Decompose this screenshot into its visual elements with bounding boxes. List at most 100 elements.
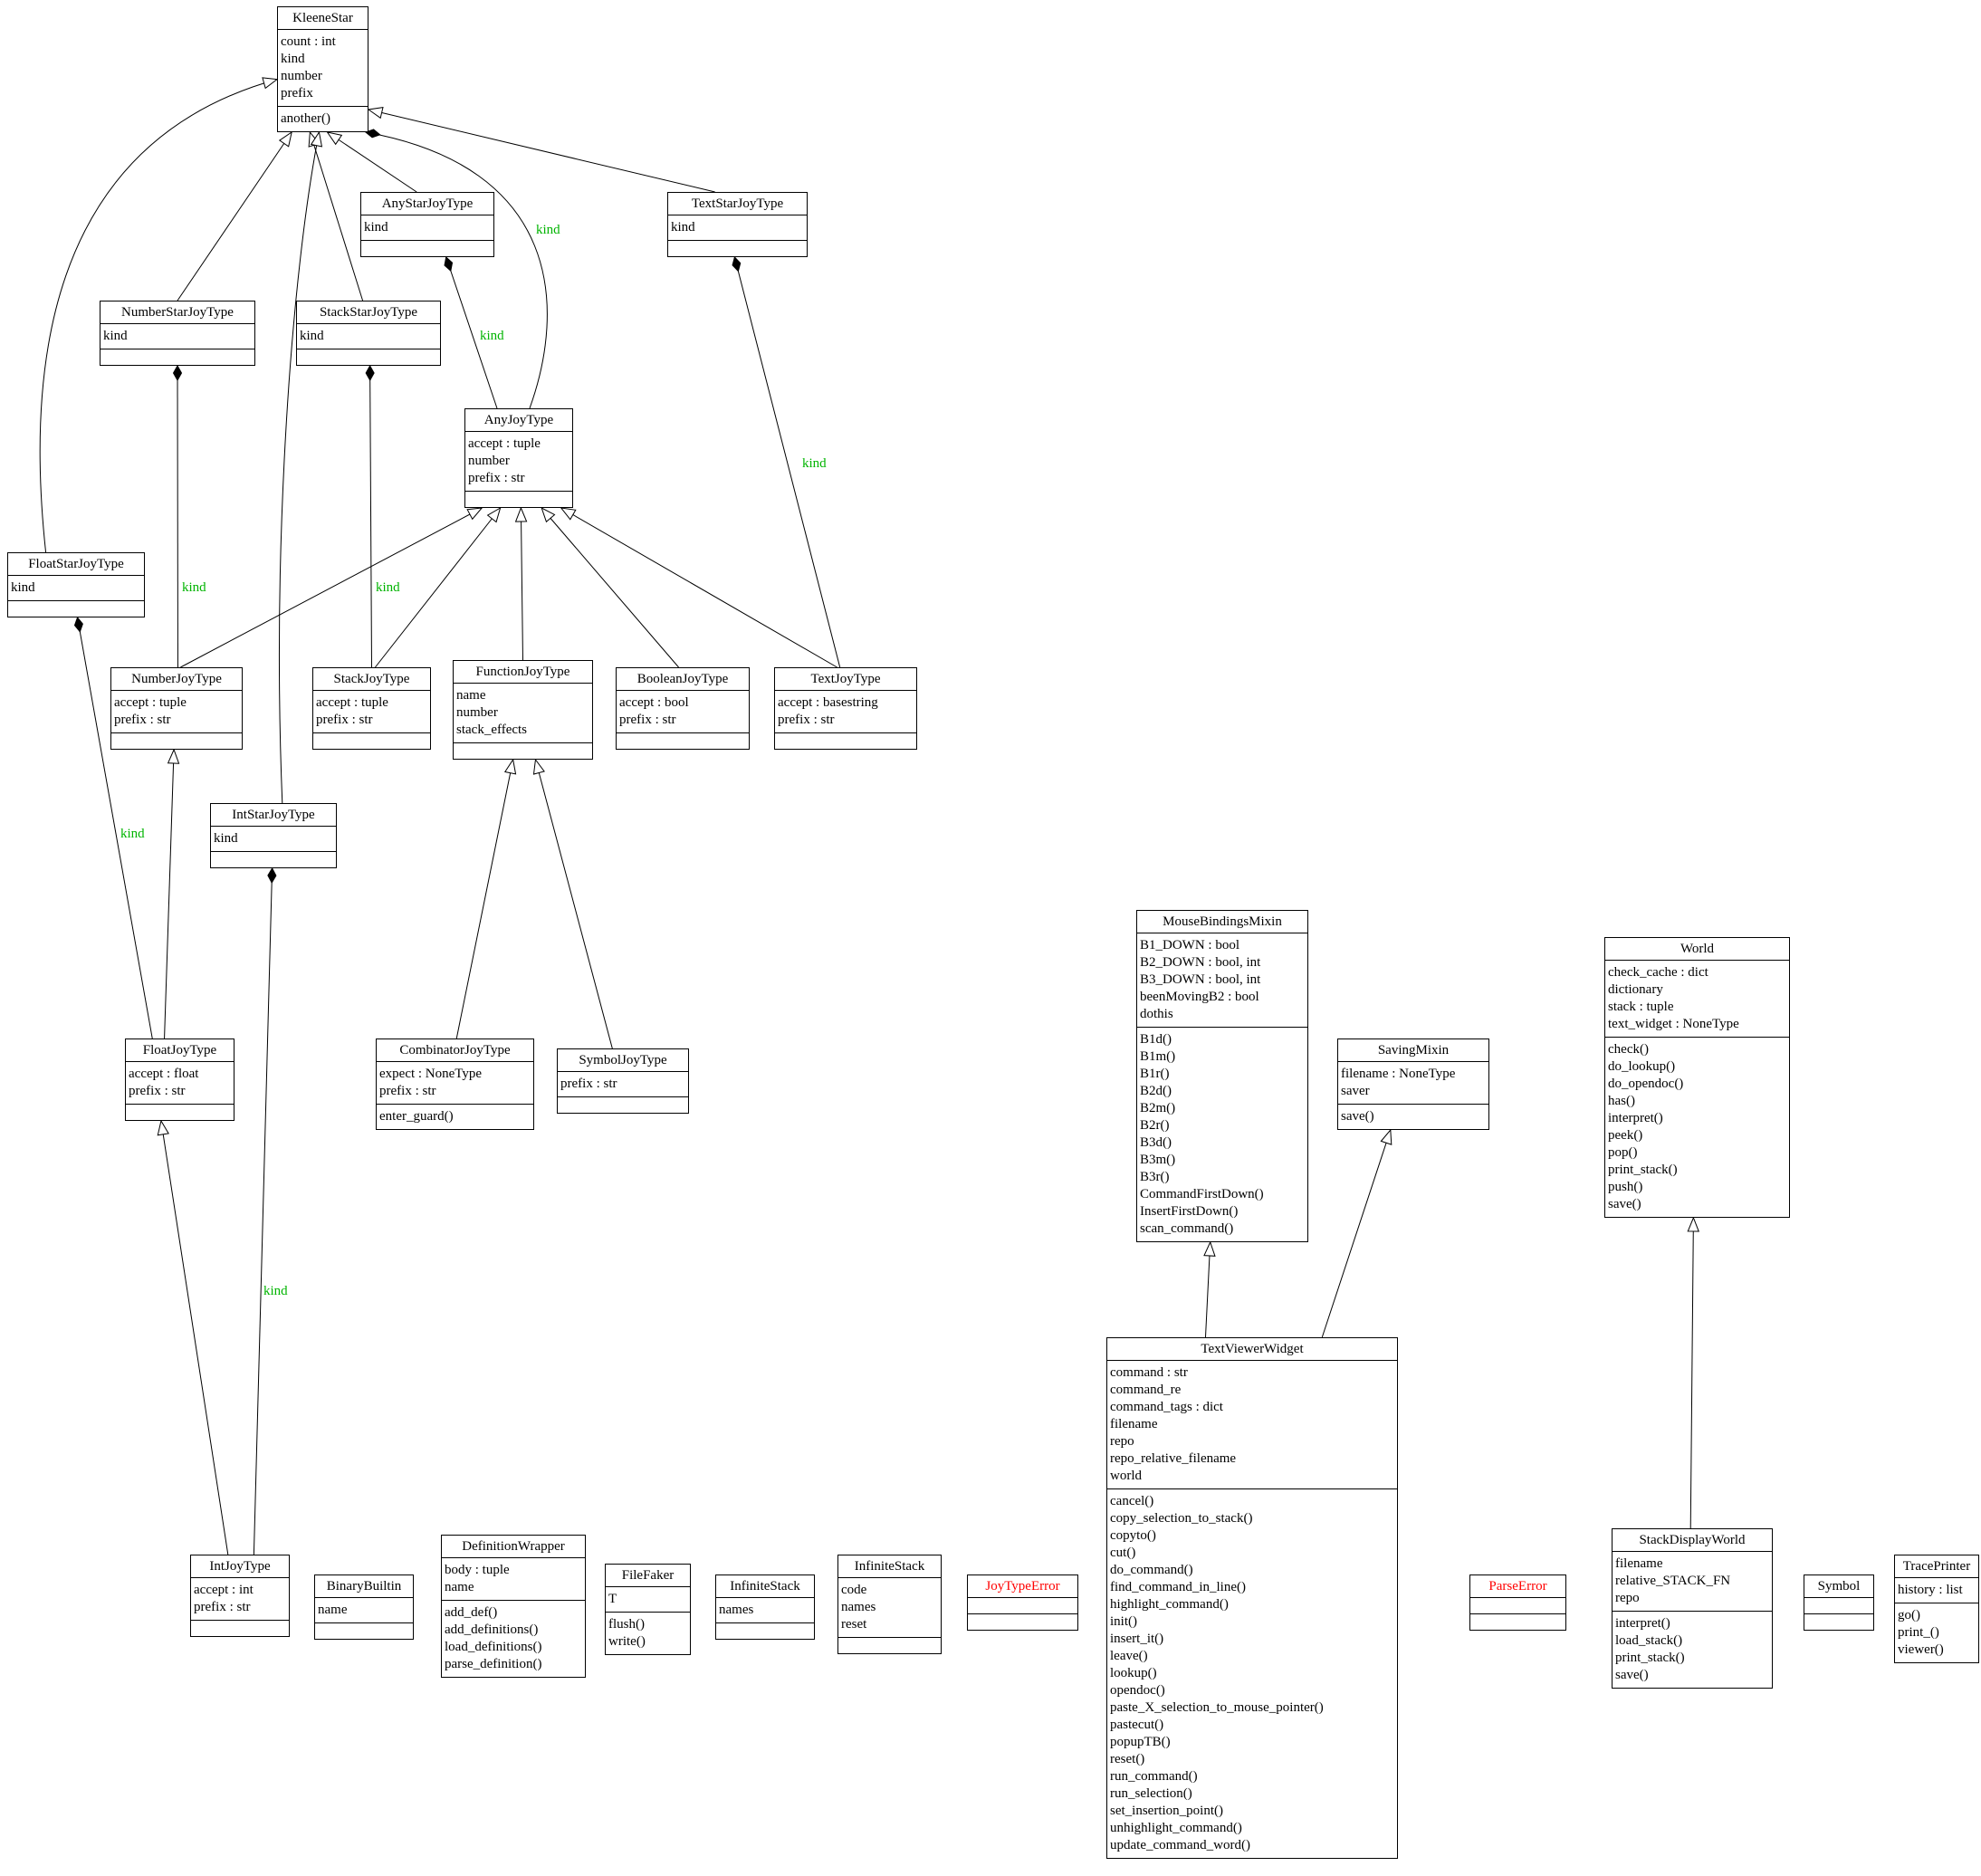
inheritance-edge-FloatStarJoyType-to-KleeneStar xyxy=(39,77,279,553)
class-method: B2r() xyxy=(1140,1118,1170,1133)
class-title-InfiniteStack1: InfiniteStack xyxy=(730,1579,800,1594)
class-attribute: prefix : str xyxy=(560,1077,617,1091)
class-attribute: command_tags : dict xyxy=(1110,1400,1223,1414)
class-box-ParseError: ParseError xyxy=(1469,1574,1566,1631)
methods-compartment xyxy=(617,732,749,749)
attributes-compartment xyxy=(968,1597,1077,1613)
class-attribute: stack_effects xyxy=(456,723,528,737)
class-title-NumberJoyType: NumberJoyType xyxy=(131,672,222,686)
class-attribute: body : tuple xyxy=(445,1563,510,1577)
class-attribute: beenMovingB2 : bool xyxy=(1140,990,1259,1004)
methods-compartment: check()do_lookup()do_opendoc()has()inter… xyxy=(1605,1037,1789,1217)
class-method: interpret() xyxy=(1615,1616,1670,1631)
class-attribute: accept : bool xyxy=(619,695,689,710)
edge-label-kind: kind xyxy=(376,580,400,595)
class-attribute: prefix : str xyxy=(129,1084,186,1098)
class-method: write() xyxy=(608,1634,646,1649)
edge-label-kind: kind xyxy=(536,223,560,237)
class-title-TextJoyType: TextJoyType xyxy=(810,672,881,686)
methods-compartment xyxy=(297,349,440,365)
methods-compartment xyxy=(558,1096,688,1113)
methods-compartment: flush()write() xyxy=(606,1612,690,1654)
class-method: add_def() xyxy=(445,1605,498,1620)
inheritance-edge-StackJoyType-to-AnyJoyType xyxy=(375,506,502,668)
class-attribute: accept : int xyxy=(194,1583,254,1597)
class-method: unhighlight_command() xyxy=(1110,1821,1242,1835)
class-method: check() xyxy=(1608,1042,1649,1057)
class-title-JoyTypeError: JoyTypeError xyxy=(985,1579,1060,1594)
inheritance-edge-SymbolJoyType-to-FunctionJoyType xyxy=(532,758,613,1049)
inheritance-edge-StackStarJoyType-to-KleeneStar xyxy=(308,130,364,302)
methods-compartment xyxy=(126,1104,234,1120)
class-box-InfiniteStack1: InfiniteStack names xyxy=(715,1574,815,1640)
methods-compartment xyxy=(191,1620,289,1636)
class-method: opendoc() xyxy=(1110,1683,1165,1698)
inheritance-edge-IntJoyType-to-FloatJoyType xyxy=(157,1119,229,1555)
methods-compartment xyxy=(1804,1613,1873,1630)
class-attribute: dictionary xyxy=(1608,982,1663,997)
class-title-Symbol: Symbol xyxy=(1817,1579,1861,1594)
class-method: run_command() xyxy=(1110,1769,1198,1784)
kind-association-edge-FloatStarJoyType-to-FloatJoyType xyxy=(73,616,153,1039)
class-title-StackJoyType: StackJoyType xyxy=(333,672,410,686)
class-attribute: accept : tuple xyxy=(316,695,388,710)
class-method: enter_guard() xyxy=(379,1109,454,1124)
class-title-NumberStarJoyType: NumberStarJoyType xyxy=(121,305,234,320)
class-title-DefinitionWrapper: DefinitionWrapper xyxy=(462,1539,565,1554)
methods-compartment xyxy=(1470,1613,1565,1630)
class-method: reset() xyxy=(1110,1752,1145,1766)
class-attribute: prefix : str xyxy=(316,713,373,727)
class-attribute: relative_STACK_FN xyxy=(1615,1574,1731,1588)
class-method: B2d() xyxy=(1140,1084,1172,1098)
class-attribute: name xyxy=(445,1580,474,1594)
class-attribute: check_cache : dict xyxy=(1608,965,1708,980)
attributes-compartment: accept : tuple prefix : str xyxy=(313,690,430,732)
class-title-World: World xyxy=(1680,942,1715,956)
class-attribute: prefix : str xyxy=(468,471,525,485)
class-attribute: kind xyxy=(214,831,238,846)
inheritance-edge-TextViewerWidget-to-SavingMixin xyxy=(1321,1128,1392,1338)
class-title-KleeneStar: KleeneStar xyxy=(292,11,353,25)
methods-compartment: add_def()add_definitions()load_definitio… xyxy=(442,1600,585,1677)
class-method: pop() xyxy=(1608,1145,1638,1160)
class-attribute: names xyxy=(719,1603,754,1617)
methods-compartment xyxy=(668,240,807,256)
class-method: InsertFirstDown() xyxy=(1140,1204,1239,1219)
class-method: insert_it() xyxy=(1110,1632,1164,1646)
class-attribute: repo_relative_filename xyxy=(1110,1451,1237,1466)
class-method: add_definitions() xyxy=(445,1622,539,1637)
methods-compartment: cancel()copy_selection_to_stack()copyto(… xyxy=(1107,1488,1397,1858)
methods-compartment xyxy=(968,1613,1077,1630)
class-attribute: kind xyxy=(364,220,388,234)
class-attribute: prefix : str xyxy=(194,1600,251,1614)
class-title-ParseError: ParseError xyxy=(1488,1579,1547,1594)
edge-label-kind: kind xyxy=(802,456,827,471)
class-method: load_stack() xyxy=(1615,1633,1683,1648)
class-attribute: prefix : str xyxy=(114,713,171,727)
kind-association-edge-KleeneStar-to-AnyJoyType xyxy=(364,129,548,409)
class-attribute: accept : basestring xyxy=(778,695,878,710)
inheritance-edge-CombinatorJoyType-to-FunctionJoyType xyxy=(455,758,517,1039)
class-method: pastecut() xyxy=(1110,1718,1164,1732)
methods-compartment xyxy=(361,240,493,256)
class-title-CombinatorJoyType: CombinatorJoyType xyxy=(399,1043,511,1058)
inheritance-edge-FunctionJoyType-to-AnyJoyType xyxy=(514,506,528,661)
class-attribute: filename xyxy=(1110,1417,1158,1431)
